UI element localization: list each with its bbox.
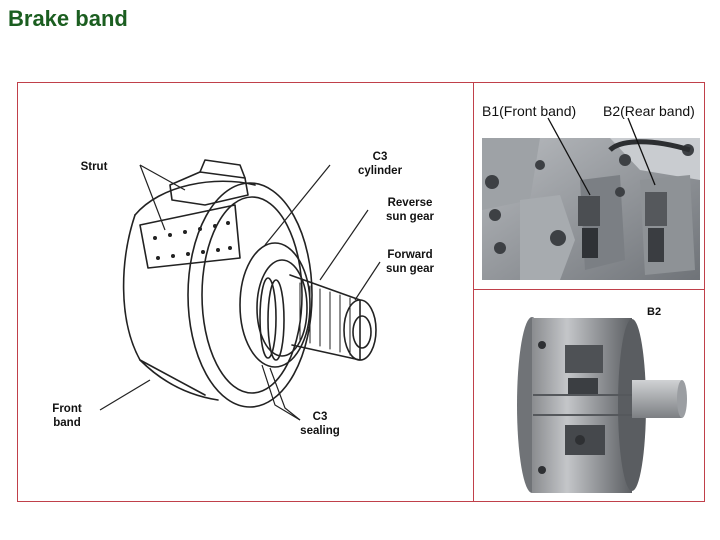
label-reverse-sun-gear: Reverse sun gear — [386, 197, 434, 223]
frame-horizontal-divider — [473, 289, 705, 290]
label-b2-photo: B2 — [647, 306, 662, 318]
label-strut: Strut — [80, 161, 108, 173]
frame-vertical-divider — [473, 82, 474, 502]
slide-title: Brake band — [8, 6, 128, 31]
label-forward-sun-gear: Forward sun gear — [386, 249, 434, 275]
label-b1-front-band: B1(Front band) — [482, 103, 577, 119]
label-c3-sealing: C3 sealing — [300, 411, 340, 437]
label-b2-rear-band: B2(Rear band) — [603, 103, 695, 119]
label-c3-cylinder: C3 cylinder — [357, 151, 403, 177]
label-front-band: Front band — [52, 403, 82, 429]
content-frame — [17, 82, 705, 502]
